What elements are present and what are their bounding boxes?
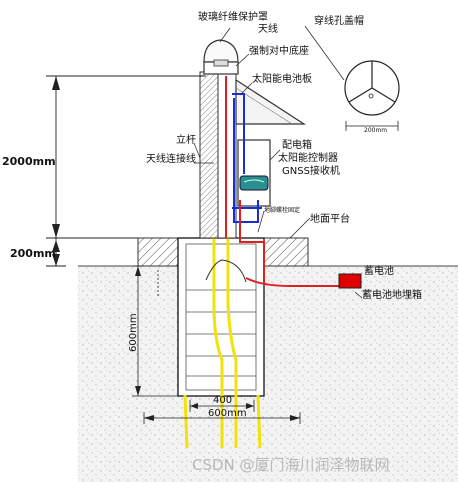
dim-pole-height: 2000mm xyxy=(2,155,56,168)
label-antenna-cable: 天线连接线 xyxy=(146,152,196,165)
dim-pit-outer-width: 600mm xyxy=(208,408,247,419)
height-arrows xyxy=(52,76,60,266)
antenna-mount xyxy=(213,59,229,67)
label-solar-controller: 太阳能控制器 xyxy=(278,151,338,164)
gnss-receiver xyxy=(239,175,269,191)
ground-soil xyxy=(78,266,458,482)
label-cable-hole-cap: 穿线孔盖帽 xyxy=(314,14,364,27)
red-cable xyxy=(225,76,342,287)
cable-loop xyxy=(205,259,247,283)
solar-panel xyxy=(235,78,307,125)
cap-dimension-line xyxy=(345,121,399,131)
watermark: CSDN @厦门海川润泽物联网 xyxy=(192,456,390,474)
distribution-box xyxy=(237,139,271,207)
label-gnss-receiver: GNSS接收机 xyxy=(282,164,340,177)
blue-cable xyxy=(232,93,262,223)
label-radome: 玻璃纤维保护罩 xyxy=(198,10,268,23)
label-anchor-bolts: 地脚螺栓固定 xyxy=(264,206,300,214)
label-solar-panel: 太阳能电池板 xyxy=(252,72,312,85)
dim-pit-depth: 600mm xyxy=(128,313,139,352)
label-battery: 蓄电池 xyxy=(364,264,394,277)
label-battery-box: 蓄电池地埋箱 xyxy=(362,288,422,301)
label-distribution-box: 配电箱 xyxy=(282,138,312,151)
radome xyxy=(203,39,239,63)
dim-platform-height: 200mm xyxy=(10,247,56,260)
label-cap-dimension: 200mm xyxy=(364,127,387,134)
dim-pit-inner-width: 400 xyxy=(213,395,232,406)
label-centering-base: 强制对中底座 xyxy=(249,44,309,57)
pit-depth-dimension xyxy=(132,265,178,397)
label-pole: 立杆 xyxy=(176,133,196,146)
pole-outer xyxy=(199,71,219,239)
label-ground-platform: 地面平台 xyxy=(310,212,350,225)
width-dimensions xyxy=(143,400,301,424)
yellow-rebars xyxy=(183,238,262,449)
leader-lines xyxy=(193,25,363,299)
ground-platform-right xyxy=(261,237,309,267)
label-antenna: 天线 xyxy=(258,22,278,35)
battery xyxy=(338,273,362,289)
